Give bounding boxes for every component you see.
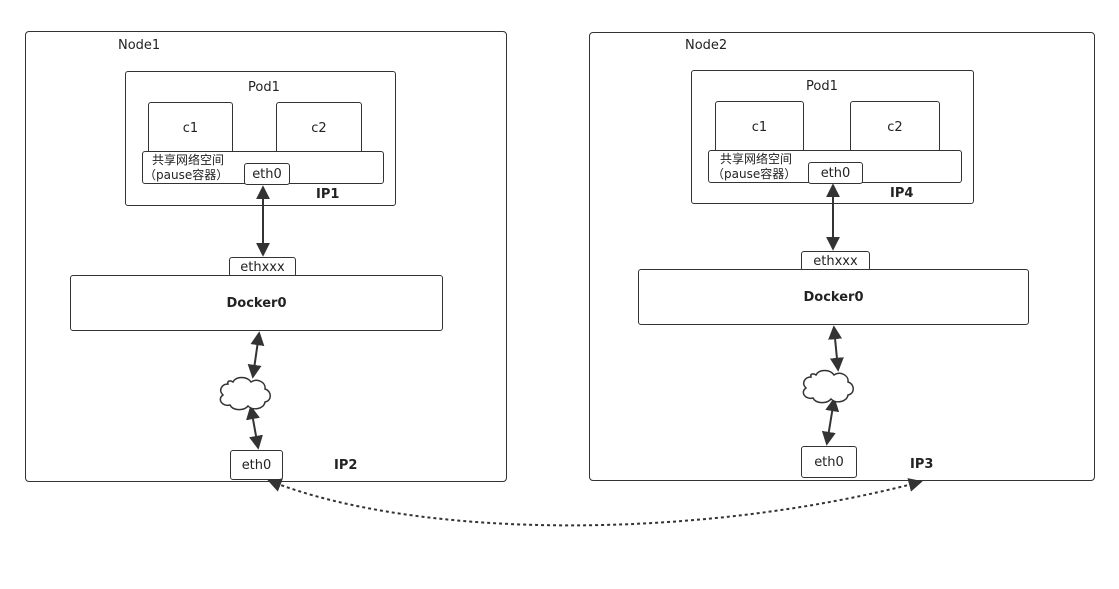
node1-host-eth0-label: eth0 bbox=[241, 457, 272, 473]
node1-veth: ethxxx bbox=[229, 257, 296, 277]
node2-pod-title: Pod1 bbox=[806, 79, 838, 94]
node2-title: Node2 bbox=[685, 38, 728, 53]
node2-link-router-eth0 bbox=[821, 397, 840, 446]
node1-netns-line2: （pause容器） bbox=[144, 168, 229, 182]
node2-host-eth0-label: eth0 bbox=[814, 454, 844, 470]
node2-netns-line2: （pause容器） bbox=[712, 167, 797, 181]
node1-c1-label: c1 bbox=[182, 120, 199, 136]
node1-host-eth0: eth0 bbox=[230, 450, 283, 480]
node2-c2-label: c2 bbox=[887, 119, 903, 135]
node2-docker0-label: Docker0 bbox=[803, 289, 864, 305]
node1-link-docker0-router bbox=[247, 331, 265, 379]
node2-c1-label: c1 bbox=[751, 119, 768, 135]
node1-router-cloud bbox=[219, 376, 271, 411]
node2-router-cloud bbox=[802, 369, 854, 404]
node2-veth-label: ethxxx bbox=[813, 253, 858, 269]
node2-pod-ip: IP4 bbox=[890, 186, 914, 201]
node2-docker0-bridge: Docker0 bbox=[638, 269, 1029, 325]
node1-link-router-eth0 bbox=[246, 405, 263, 450]
node2-host-ip: IP3 bbox=[910, 457, 934, 472]
node1-host-ip: IP2 bbox=[334, 458, 358, 473]
node1-pod-title: Pod1 bbox=[248, 80, 280, 95]
node1-c2-label: c2 bbox=[311, 120, 327, 136]
node1-docker0-label: Docker0 bbox=[226, 295, 287, 311]
node2-link-docker0-router bbox=[828, 325, 844, 372]
node2-container-c1: c1 bbox=[715, 101, 804, 153]
node2-veth: ethxxx bbox=[801, 251, 870, 271]
node1-docker0-bridge: Docker0 bbox=[70, 275, 443, 331]
node2-pod-eth0-label: eth0 bbox=[820, 165, 851, 181]
node1-pod-eth0: eth0 bbox=[244, 163, 290, 185]
node2-host-eth0: eth0 bbox=[801, 446, 857, 478]
node1-veth-label: ethxxx bbox=[240, 259, 285, 275]
node2-netns-line1: 共享网络空间 bbox=[720, 152, 793, 166]
node1-netns-line1: 共享网络空间 bbox=[152, 153, 225, 167]
node1-container-c1: c1 bbox=[148, 102, 233, 154]
inter-node-dashed-link bbox=[267, 478, 923, 527]
node1-pod-ip: IP1 bbox=[316, 187, 340, 202]
node1-title: Node1 bbox=[118, 38, 161, 53]
node2-container-c2: c2 bbox=[850, 101, 940, 153]
node1-pod-eth0-label: eth0 bbox=[252, 166, 282, 182]
